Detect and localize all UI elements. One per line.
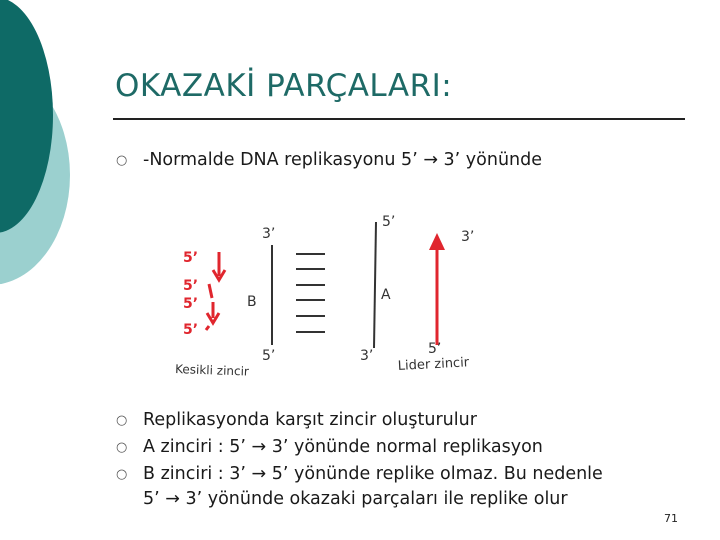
corner-dark-shape (0, 0, 53, 233)
leading-strand-caption: Lider zincir (397, 355, 470, 374)
base-pair-ticks (296, 253, 325, 333)
bullet-icon: ○ (116, 440, 128, 455)
strand-a-line (373, 221, 377, 349)
okazaki-arrows (204, 252, 227, 331)
okazaki-label-3: 5’ (183, 296, 198, 312)
okazaki-label-1: 5’ (183, 250, 198, 266)
page-number: 71 (664, 512, 678, 525)
strand-b-top-label: 3’ (262, 226, 275, 242)
bullet-text-2: Replikasyonda karşıt zincir oluşturulur (143, 410, 477, 430)
bullet-text-1: -Normalde DNA replikasyonu 5’ → 3’ yönün… (143, 150, 543, 170)
title-divider (113, 118, 685, 120)
bullet-text-4-continued: 5’ → 3’ yönünde okazaki parçaları ile re… (143, 489, 568, 509)
strand-a-top-label: 5’ (382, 214, 395, 230)
lagging-strand-caption: Kesikli zincir (175, 362, 249, 379)
slide-title: OKAZAKİ PARÇALARI: (115, 68, 453, 104)
corner-decoration (0, 0, 70, 285)
okazaki-fragments: 5’ 5’ 5’ 5’ (183, 250, 198, 338)
strand-a-label: A (381, 287, 391, 303)
leader-strand-arrowhead (429, 233, 445, 250)
bullet-icon: ○ (116, 467, 128, 482)
okazaki-label-4: 5’ (183, 322, 198, 338)
strand-b-bottom-label: 5’ (262, 348, 275, 364)
leader-top-label: 3’ (461, 229, 474, 245)
strand-b-label: B (247, 294, 257, 310)
bullet-text-3: A zinciri : 5’ → 3’ yönünde normal repli… (143, 437, 543, 457)
okazaki-label-2: 5’ (183, 278, 198, 294)
leader-bottom-label: 5’ (428, 341, 441, 357)
strand-a-bottom-label: 3’ (360, 348, 373, 364)
bullet-icon: ○ (116, 413, 128, 428)
bullet-text-4: B zinciri : 3’ → 5’ yönünde replike olma… (143, 464, 603, 484)
bullet-icon: ○ (116, 153, 128, 168)
